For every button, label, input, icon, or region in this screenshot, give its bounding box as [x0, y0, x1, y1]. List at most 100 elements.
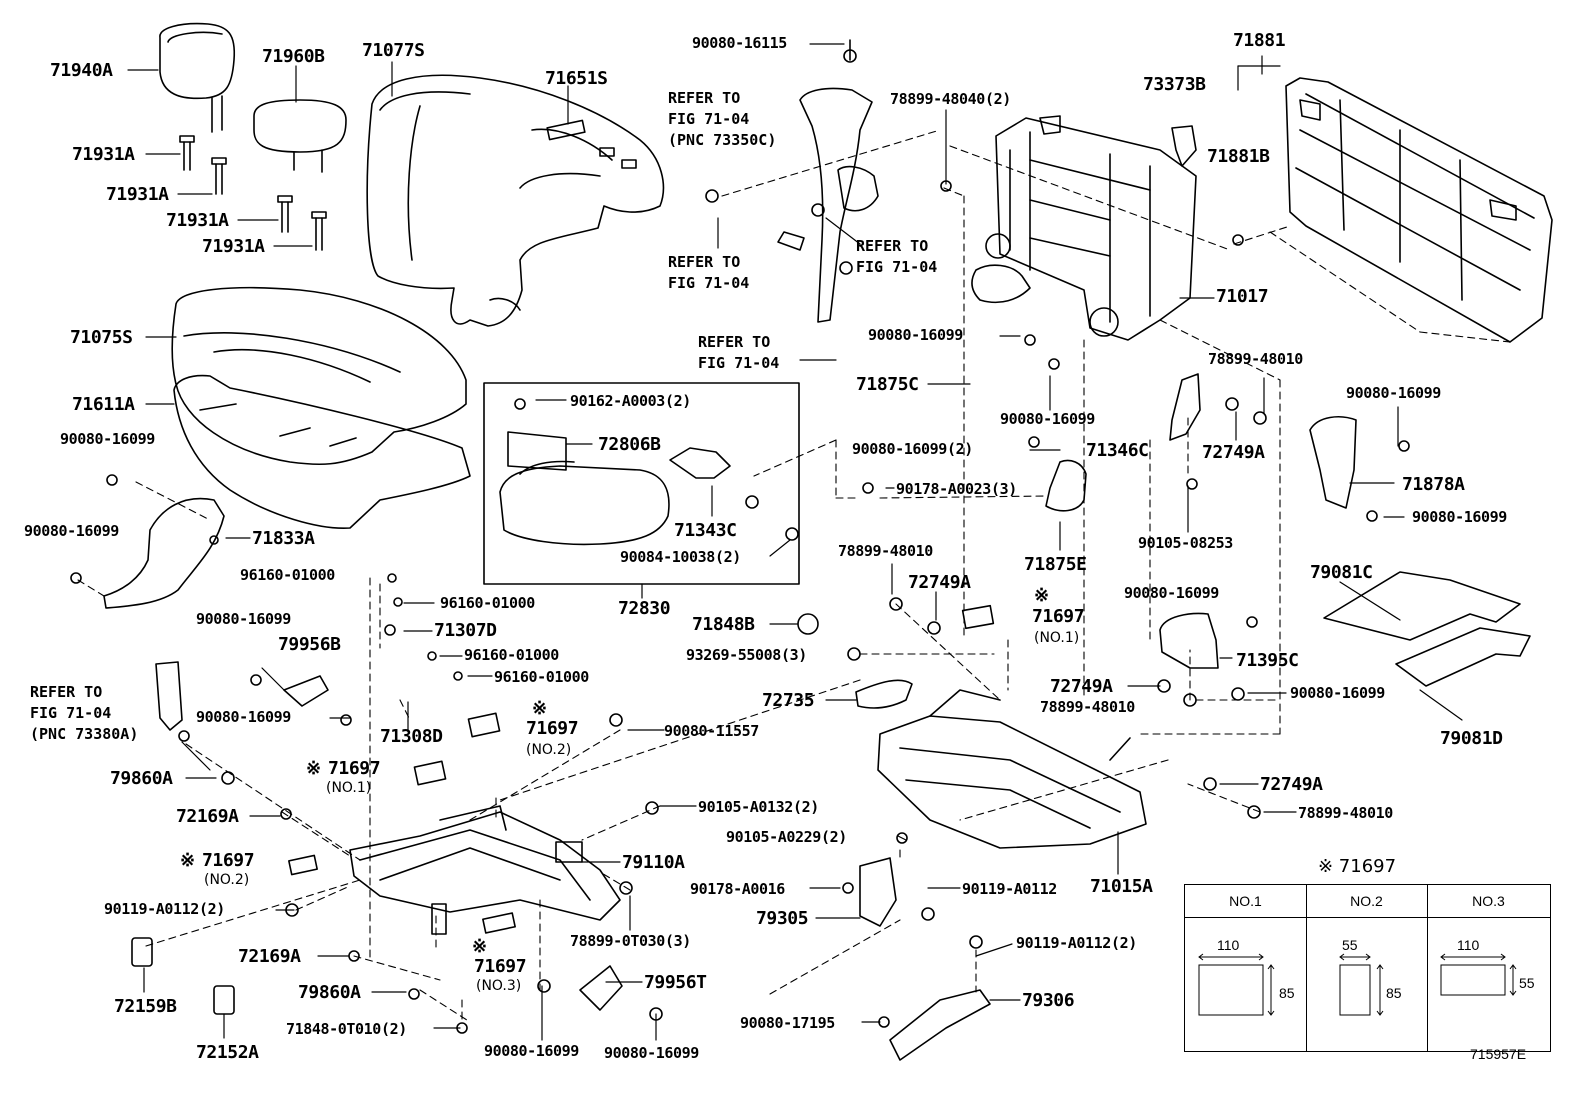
label-90080-16099-h: 90080-16099 [1290, 684, 1385, 702]
label-96160-c: 96160-01000 [464, 646, 559, 664]
label-90080-16099-g: 90080-16099 [1124, 584, 1219, 602]
label-79306: 79306 [1022, 990, 1075, 1011]
label-90178-a0016: 90178-A0016 [690, 880, 785, 898]
label-71697-d: 71697 [202, 850, 255, 871]
label-90080-17195: 90080-17195 [740, 1014, 835, 1032]
drawing-code: 715957E [1470, 1046, 1527, 1062]
label-71833a: 71833A [252, 528, 315, 549]
cover-71875c-drawing [971, 264, 1031, 304]
dim-height: 85 [1386, 985, 1402, 1001]
label-78899-48010-d: 78899-48010 [1298, 804, 1393, 822]
label-79081d: 79081D [1440, 728, 1503, 749]
seat-cushion-71075s-drawing [171, 286, 467, 466]
dimension-table: NO.1 110 85 NO.2 55 85 NO.3 110 55 [1184, 884, 1551, 1052]
dim-width: 110 [1457, 937, 1480, 953]
label-72735: 72735 [762, 690, 815, 711]
cover-71833a-drawing [103, 497, 225, 609]
leader-lines [127, 43, 1463, 1041]
label-90084-10038: 90084-10038(2) [620, 548, 741, 566]
dim-width: 55 [1342, 937, 1358, 953]
kome-mark-e: ※ [472, 936, 487, 957]
label-72806b: 72806B [598, 434, 661, 455]
note-no3-a: (NO.3) [476, 978, 522, 994]
label-79956b: 79956B [278, 634, 341, 655]
label-71077s: 71077S [362, 40, 425, 61]
mats-79081-drawing [1323, 571, 1531, 687]
dim-width: 110 [1217, 937, 1240, 953]
label-71015a: 71015A [1090, 876, 1153, 897]
label-71697-c: 71697 [328, 758, 381, 779]
label-90080-16099-b: 90080-16099 [24, 522, 119, 540]
label-72749a-a: 72749A [1202, 442, 1265, 463]
label-71017: 71017 [1216, 286, 1269, 307]
dim-shape-no1 [1198, 953, 1275, 1016]
seatbelt-drawing [705, 39, 879, 323]
kome-mark-d: ※ [180, 850, 195, 871]
label-90178-a0023: 90178-A0023(3) [896, 480, 1017, 498]
label-71881: 71881 [1233, 30, 1286, 51]
bracket-79956t-drawing [579, 965, 623, 1011]
fasteners [70, 180, 1410, 1034]
cover-71395c-drawing [1159, 612, 1219, 669]
label-90080-16099-l: 90080-16099 [604, 1044, 699, 1062]
kome-mark-c: ※ [306, 758, 321, 779]
cover-71875e-drawing [1045, 459, 1087, 512]
label-72830: 72830 [618, 598, 671, 619]
label-plates-71697 [288, 604, 995, 934]
label-71940a: 71940A [50, 60, 113, 81]
bracket-73373b-drawing [1171, 125, 1197, 167]
label-71697-b: 71697 [526, 718, 579, 739]
table-title: ※ 71697 [1318, 856, 1397, 877]
cushion-pad-71611a-drawing [173, 374, 471, 529]
label-72152a: 72152A [196, 1042, 259, 1063]
label-71697-a: 71697 [1032, 606, 1085, 627]
dashed-lines [77, 129, 1511, 1023]
label-93269-55008: 93269-55008(3) [686, 646, 807, 664]
label-72169a-a: 72169A [176, 806, 239, 827]
belt-buckle-drawing [155, 661, 183, 731]
handle-72735-drawing [855, 679, 913, 709]
label-72159b: 72159B [114, 996, 177, 1017]
label-79081c: 79081C [1310, 562, 1373, 583]
label-71307d: 71307D [434, 620, 497, 641]
label-78899-48040: 78899-48040(2) [890, 90, 1011, 108]
label-90105-08253: 90105-08253 [1138, 534, 1233, 552]
dim-shape-no3 [1440, 953, 1517, 996]
kome-mark-a: ※ [1034, 585, 1049, 606]
cover-72152a-drawing [213, 985, 235, 1015]
label-71346c: 71346C [1086, 440, 1149, 461]
label-90119-a0112-c: 90119-A0112(2) [1016, 934, 1137, 952]
note-no2-b: (NO.2) [204, 872, 250, 888]
headrest-71960b-drawing [253, 99, 347, 173]
label-90080-16099-f: 90080-16099 [1412, 508, 1507, 526]
label-73373b: 73373B [1143, 74, 1206, 95]
dim-height: 55 [1519, 975, 1535, 991]
label-90080-16099-j: 90080-16099 [196, 708, 291, 726]
note-no2-a: (NO.2) [526, 742, 572, 758]
label-96160-b: 96160-01000 [440, 594, 535, 612]
bracket-79956b-drawing [283, 675, 329, 707]
label-90080-16099-i: 90080-16099 [196, 610, 291, 628]
label-78899-48010-b: 78899-48010 [838, 542, 933, 560]
label-71308d: 71308D [380, 726, 443, 747]
dim-height: 85 [1279, 985, 1295, 1001]
label-71395c: 71395C [1236, 650, 1299, 671]
cover-72159b-drawing [131, 937, 153, 967]
bracket-79305-drawing [859, 857, 897, 927]
label-90080-16099-e: 90080-16099 [1346, 384, 1441, 402]
label-72169a-b: 72169A [238, 946, 301, 967]
cover-71878a-drawing [1309, 416, 1357, 509]
label-90080-16099-d: 90080-16099 [1000, 410, 1095, 428]
label-71848-0t010: 71848-0T010(2) [286, 1020, 407, 1038]
seat-rails-drawing [349, 805, 621, 935]
label-71651s: 71651S [545, 68, 608, 89]
note-no1-b: (NO.1) [326, 780, 372, 796]
table-head: NO.3 [1427, 885, 1550, 918]
guides-71931a-drawing [179, 135, 327, 251]
